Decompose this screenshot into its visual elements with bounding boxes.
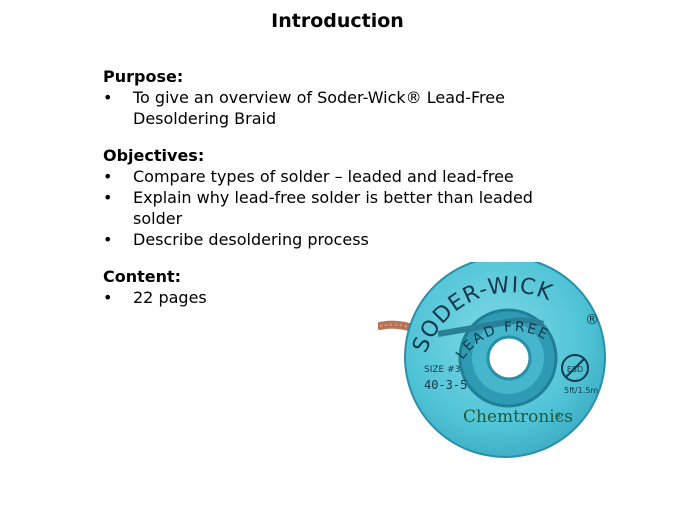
list-item: Describe desoldering process [103, 229, 583, 250]
list-item: Compare types of solder – leaded and lea… [103, 166, 583, 187]
content-section: Content: 22 pages [103, 266, 583, 308]
purpose-section: Purpose: To give an overview of Soder-Wi… [103, 66, 583, 129]
purpose-list: To give an overview of Soder-Wick® Lead-… [103, 87, 583, 129]
objectives-list: Compare types of solder – leaded and lea… [103, 166, 583, 250]
objectives-heading: Objectives: [103, 146, 205, 165]
content-list: 22 pages [103, 287, 583, 308]
list-item: 22 pages [103, 287, 583, 308]
reel-hub-hole [486, 335, 532, 381]
slide-title: Introduction [271, 10, 404, 32]
svg-text:®: ® [554, 412, 563, 422]
reel-part-number: 40-3-5 [424, 378, 467, 392]
list-item: Explain why lead-free solder is better t… [103, 187, 583, 229]
reel-maker-text: Chemtronics [463, 407, 573, 427]
slide-content: Purpose: To give an overview of Soder-Wi… [103, 66, 583, 324]
reel-length-text: 5ft/1.5m [564, 386, 598, 395]
desoldering-braid-reel-image: SODER-WICK LEAD FREE ® SIZE #3 40-3-5 ES… [378, 262, 606, 458]
esd-badge-icon: ESD [561, 354, 589, 382]
purpose-heading: Purpose: [103, 67, 184, 86]
content-heading: Content: [103, 267, 182, 286]
reel-size-text: SIZE #3 [424, 365, 460, 375]
objectives-section: Objectives: Compare types of solder – le… [103, 145, 583, 250]
svg-text:®: ® [585, 312, 599, 328]
list-item: To give an overview of Soder-Wick® Lead-… [103, 87, 583, 129]
esd-badge-text: ESD [567, 365, 583, 374]
